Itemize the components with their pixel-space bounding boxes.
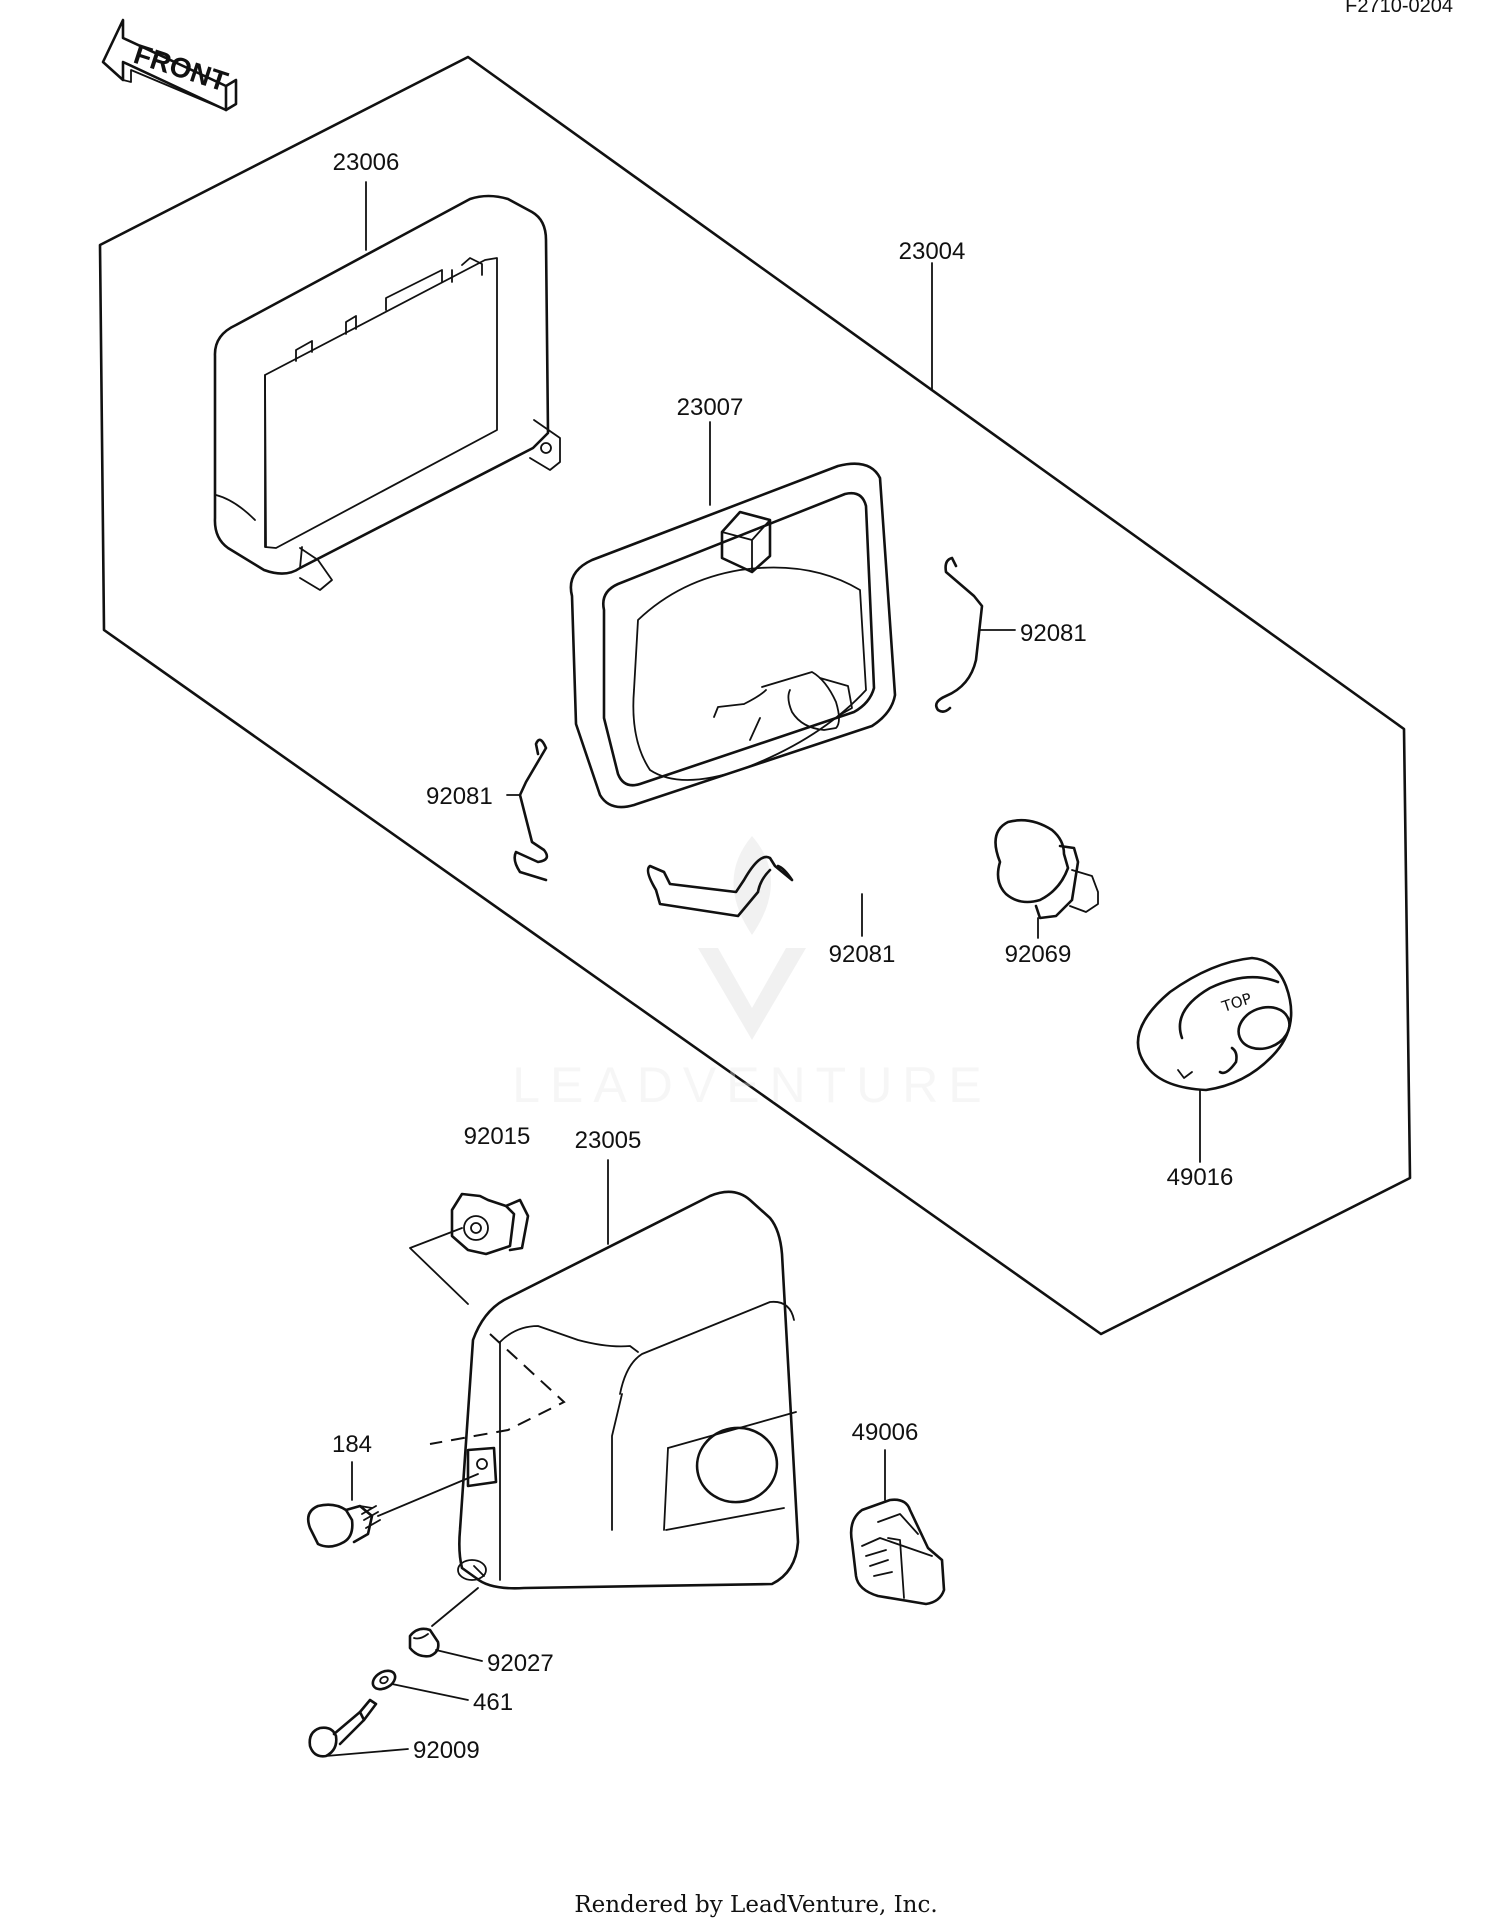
leader-lines xyxy=(325,181,1201,1757)
footer-credit: Rendered by LeadVenture, Inc. xyxy=(574,1892,937,1918)
label-bulb: 92069 xyxy=(1005,941,1072,968)
headlight-unit-drawing xyxy=(569,462,897,809)
label-unit: 23007 xyxy=(677,394,744,421)
diagram-code: F2710-0204 xyxy=(1345,0,1453,17)
washer-drawing xyxy=(371,1669,397,1691)
label-socket-cover: 49016 xyxy=(1167,1164,1234,1191)
label-washer: 461 xyxy=(473,1689,513,1716)
label-screw: 92009 xyxy=(413,1737,480,1764)
label-rim: 23006 xyxy=(333,149,400,176)
spring-left-drawing xyxy=(513,738,549,882)
label-spring-left: 92081 xyxy=(426,783,493,810)
rim-drawing xyxy=(213,194,561,591)
socket-cover-drawing: TOP xyxy=(1136,956,1293,1092)
collar-to-housing-line xyxy=(431,1587,479,1627)
housing-drawing xyxy=(457,1190,800,1590)
label-nut: 92015 xyxy=(464,1123,531,1150)
label-bolt: 184 xyxy=(332,1431,372,1458)
front-arrow-icon: FRONT xyxy=(101,18,238,112)
collar-drawing xyxy=(408,1627,440,1658)
socket-marking: TOP xyxy=(1219,989,1254,1016)
bolt-drawing xyxy=(306,1503,381,1548)
label-housing: 23005 xyxy=(575,1127,642,1154)
label-grommet: 49006 xyxy=(852,1419,919,1446)
bulb-drawing xyxy=(994,818,1099,920)
label-spring-right: 92081 xyxy=(1020,620,1087,647)
assembly-outline xyxy=(98,55,1412,1336)
label-spring-bottom: 92081 xyxy=(829,941,896,968)
label-assembly: 23004 xyxy=(899,238,966,265)
label-collar: 92027 xyxy=(487,1650,554,1677)
nut-hidden-line xyxy=(429,1333,566,1445)
nut-leader-line xyxy=(409,1227,469,1305)
spring-bottom-drawing xyxy=(646,855,794,918)
nut-drawing xyxy=(450,1192,530,1256)
grommet-drawing xyxy=(849,1498,946,1606)
part-labels: 23006 23004 23007 92081 92081 92081 9206… xyxy=(332,149,1233,1764)
spring-right-drawing xyxy=(934,556,984,713)
screw-drawing xyxy=(308,1698,378,1758)
watermark: LEADVENTURE xyxy=(512,836,992,1113)
bolt-leader-line xyxy=(377,1473,479,1517)
watermark-text: LEADVENTURE xyxy=(512,1057,992,1113)
